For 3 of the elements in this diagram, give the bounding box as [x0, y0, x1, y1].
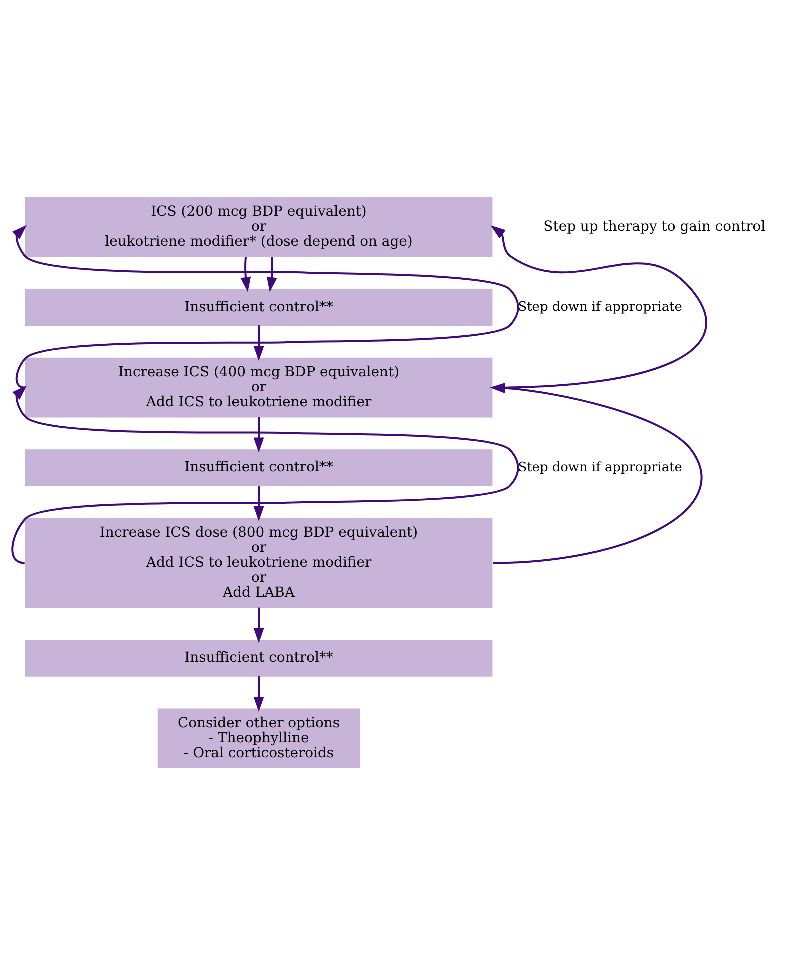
- edge-label: Step down if appropriate: [518, 300, 682, 315]
- edge-label: Step down if appropriate: [518, 460, 682, 476]
- label: Step up therapy to gain control: [544, 219, 766, 236]
